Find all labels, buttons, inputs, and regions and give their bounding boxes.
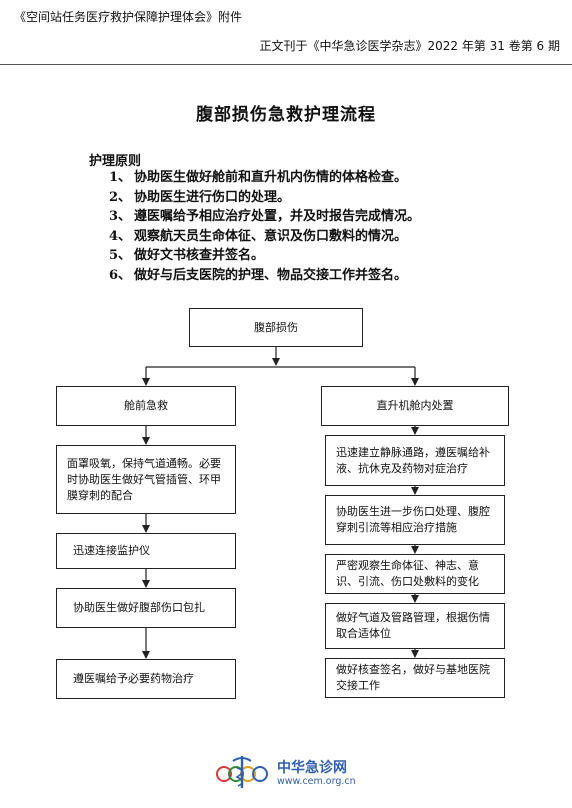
principle-item: 3、遵医嘱给予相应治疗处置，并及时报告完成情况。 (109, 207, 420, 227)
cem-logo-icon (216, 756, 268, 788)
principle-item: 6、做好与后支医院的护理、物品交接工作并签名。 (109, 266, 420, 286)
principle-text: 协助医生进行伤口的处理。 (134, 189, 291, 205)
principle-item: 4、观察航天员生命体征、意识及伤口敷料的情况。 (109, 227, 420, 247)
flow-right-head-node: 直升机舱内处置 (321, 386, 509, 426)
principle-text: 做好文书核查并签名。 (134, 248, 265, 263)
principle-text: 协助医生做好舱前和直升机内伤情的体格检查。 (134, 170, 408, 185)
principle-number: 3、 (109, 209, 132, 224)
flow-left-step-node: 遵医嘱给予必要药物治疗 (56, 659, 236, 699)
principle-text: 遵医嘱给予相应治疗处置，并及时报告完成情况。 (134, 209, 421, 224)
flow-right-step-node: 协助医生进一步伤口处理、腹腔穿刺引流等相应治疗措施 (325, 495, 505, 545)
principle-text: 观察航天员生命体征、意识及伤口敷料的情况。 (134, 228, 408, 244)
principles-heading: 护理原则 (89, 154, 142, 169)
principle-number: 4、 (109, 228, 132, 244)
header-attachment-note: 《空间站任务医疗救护保障护理体会》附件 (14, 10, 243, 24)
flow-left-step-node: 迅速连接监护仪 (56, 533, 236, 569)
flow-left-step-node: 协助医生做好腹部伤口包扎 (56, 588, 236, 628)
principle-text: 做好与后支医院的护理、物品交接工作并签名。 (134, 267, 408, 283)
flow-right-step-node: 做好气道及管路管理，根据伤情取合适体位 (325, 603, 505, 649)
header-publication-note: 正文刊于《中华急诊医学杂志》2022 年第 31 卷第 6 期 (259, 39, 560, 53)
logo-site-url: www.cem.org.cn (277, 776, 356, 787)
page-title: 腹部损伤急救护理流程 (196, 105, 376, 125)
principle-number: 5、 (109, 248, 132, 263)
logo-site-name: 中华急诊网 (277, 760, 347, 776)
principles-list: 1、协助医生做好舱前和直升机内伤情的体格检查。 2、协助医生进行伤口的处理。 3… (109, 168, 420, 285)
principle-item: 1、协助医生做好舱前和直升机内伤情的体格检查。 (109, 168, 420, 188)
principle-number: 2、 (109, 189, 132, 205)
flow-left-head-node: 舱前急救 (56, 386, 236, 426)
principle-number: 1、 (109, 170, 132, 185)
flow-right-step-node: 严密观察生命体征、神志、意识、引流、伤口处敷料的变化 (325, 554, 505, 594)
principle-number: 6、 (109, 267, 132, 283)
flow-right-step-node: 迅速建立静脉通路，遵医嘱给补液、抗休克及药物对症治疗 (325, 435, 505, 486)
flow-right-step-node: 做好核查签名，做好与基地医院交接工作 (325, 658, 505, 698)
flow-left-step-node: 面罩吸氧，保持气道通畅。必要时协助医生做好气管插管、环甲膜穿刺的配合 (56, 445, 236, 514)
principle-item: 2、协助医生进行伤口的处理。 (109, 188, 420, 208)
header-divider (0, 64, 572, 65)
principle-item: 5、做好文书核查并签名。 (109, 246, 420, 266)
flow-root-node: 腹部损伤 (189, 308, 363, 347)
